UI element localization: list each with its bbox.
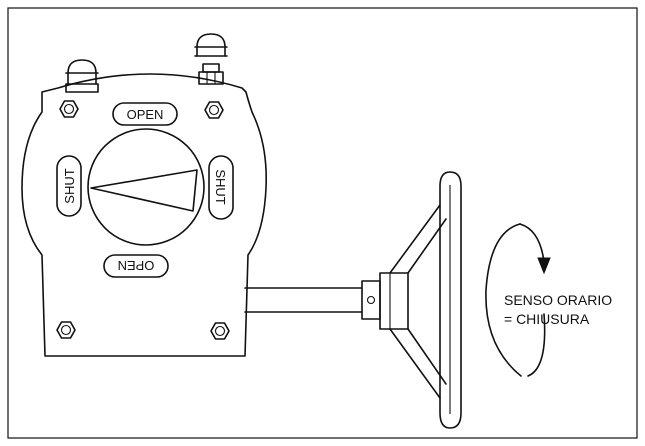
open-bottom-text: OPEN xyxy=(118,258,155,273)
handwheel-rim xyxy=(439,171,462,429)
handwheel-spokes xyxy=(389,204,447,399)
left-plunger xyxy=(65,59,99,93)
input-shaft xyxy=(244,287,363,313)
shut-label-left: SHUT xyxy=(56,155,82,217)
open-label-bottom: OPEN xyxy=(103,254,169,278)
bolt-top-left xyxy=(59,100,79,118)
shut-right-text: SHUT xyxy=(213,169,228,204)
note-line-1: SENSO ORARIO xyxy=(504,292,612,308)
handwheel-hub xyxy=(361,272,409,330)
drawing-frame xyxy=(7,7,638,439)
note-line-2: = CHIUSURA xyxy=(504,311,590,327)
open-top-text: OPEN xyxy=(127,107,164,122)
shut-left-text: SHUT xyxy=(62,168,77,203)
bolt-top-right xyxy=(204,101,224,119)
shut-label-right: SHUT xyxy=(208,155,234,220)
bolt-bottom-left xyxy=(56,321,76,339)
open-label-top: OPEN xyxy=(112,102,178,126)
position-indicator xyxy=(87,128,205,246)
clockwise-arrow xyxy=(485,223,551,377)
gearbox-body xyxy=(21,73,268,357)
right-plunger xyxy=(194,33,228,85)
bolt-bottom-right xyxy=(210,322,230,340)
